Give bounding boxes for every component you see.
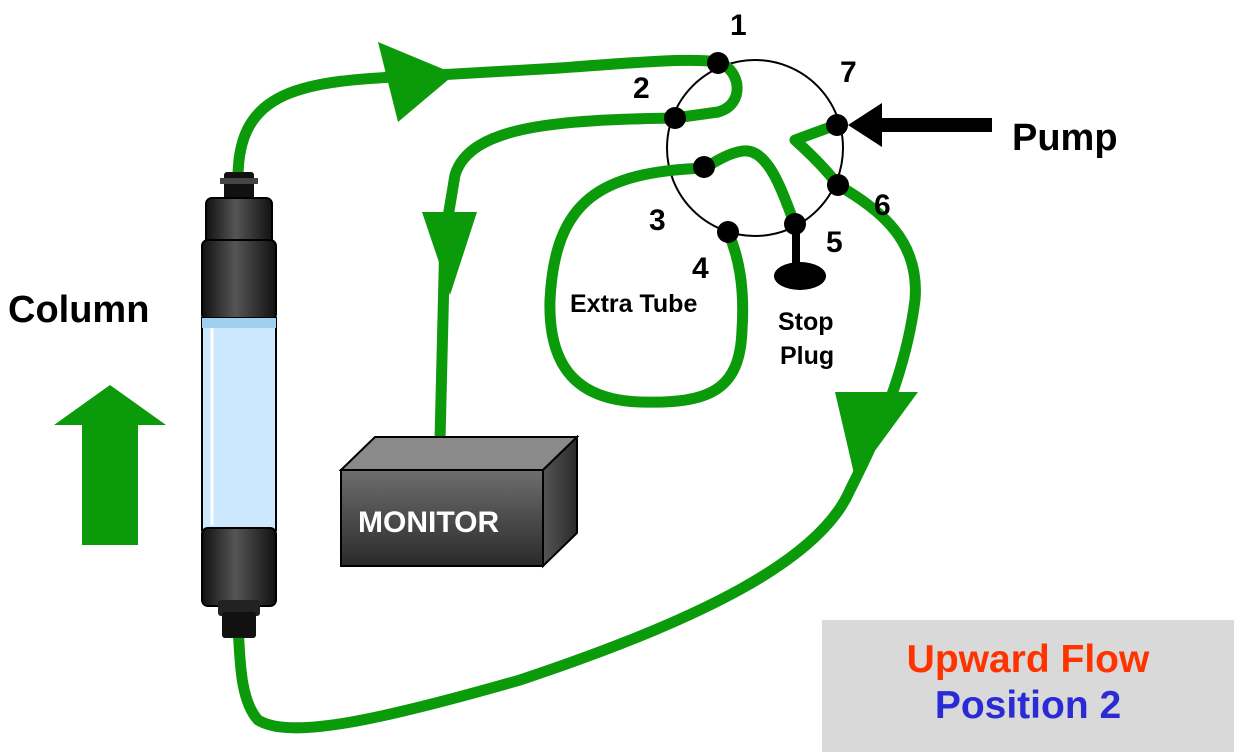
tube-port1-to-port2 — [669, 56, 743, 124]
port-4-dot — [717, 221, 739, 243]
flow-arrow-monitor — [422, 212, 477, 295]
pump-label: Pump — [1012, 117, 1118, 159]
stop-plug-label-line1: Stop — [778, 308, 834, 336]
tube-extra-loop — [544, 162, 749, 408]
monitor — [338, 434, 580, 569]
upward-flow-arrow — [54, 385, 166, 545]
pump-arrow — [848, 103, 992, 147]
valve-body — [666, 59, 844, 237]
column-upper-body — [201, 239, 277, 321]
port-7-label: 7 — [840, 56, 857, 89]
port-2-dot — [664, 107, 686, 129]
extra-tube-label: Extra Tube — [570, 290, 697, 318]
column-lower-body — [201, 527, 277, 607]
column-label: Column — [8, 289, 149, 331]
column-bottom-fitting — [222, 612, 256, 638]
port-7-dot — [826, 114, 848, 136]
port-3-label: 3 — [649, 204, 666, 237]
tube-port6-to-column — [232, 179, 921, 734]
port-4-label: 4 — [692, 252, 709, 285]
stop-plug-label-line2: Plug — [780, 342, 834, 370]
stop-plug-head — [774, 262, 826, 290]
column-glass — [201, 317, 277, 531]
tube-port2-to-monitor — [434, 112, 681, 446]
monitor-label: MONITOR — [358, 506, 499, 539]
port-1-dot — [707, 52, 729, 74]
port-5-label: 5 — [826, 226, 843, 259]
valve-position-text: Position 2 — [934, 684, 1122, 727]
port-2-label: 2 — [633, 72, 650, 105]
tube-port3-to-port5 — [699, 145, 801, 230]
status-box: Upward Flow Position 2 — [822, 620, 1234, 752]
port-6-label: 6 — [874, 189, 891, 222]
port-6-dot — [827, 174, 849, 196]
flow-direction-text: Upward Flow — [906, 638, 1150, 681]
port-1-label: 1 — [730, 9, 747, 42]
stop-plug-stem — [792, 224, 800, 272]
flow-arrow-right — [835, 392, 918, 478]
flow-arrow-top — [378, 42, 455, 122]
port-3-dot — [693, 156, 715, 178]
column — [201, 172, 277, 638]
column-top-cap — [205, 197, 273, 247]
